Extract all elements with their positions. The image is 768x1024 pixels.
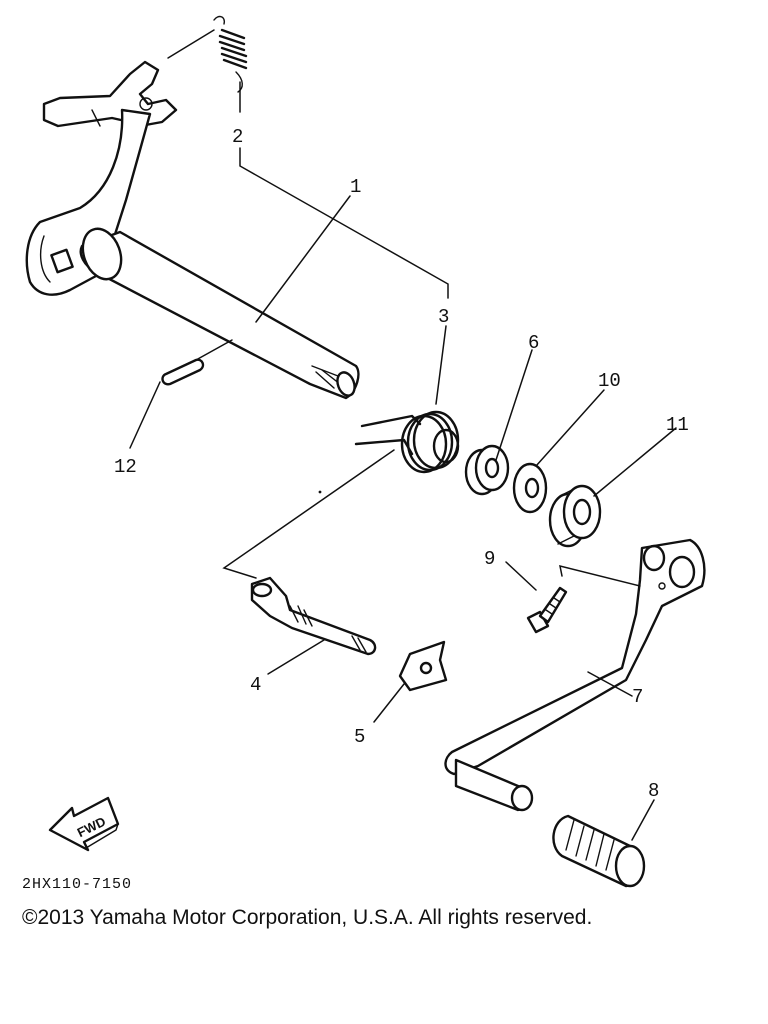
leader-lines <box>129 81 677 841</box>
leader-3-4 <box>222 449 395 579</box>
part-label-12: 12 <box>114 456 137 478</box>
part-12-pin <box>161 339 233 386</box>
part-label-1: 1 <box>350 176 361 198</box>
leader-9 <box>505 561 537 591</box>
leader-2-3 <box>239 147 449 299</box>
part-label-2: 2 <box>232 126 243 148</box>
part-label-8: 8 <box>648 780 659 802</box>
part-8-pedal-rubber <box>552 814 646 888</box>
copyright-notice: ©2013 Yamaha Motor Corporation, U.S.A. A… <box>22 906 593 929</box>
part-label-9: 9 <box>484 548 495 570</box>
part-label-5: 5 <box>354 726 365 748</box>
part-6-collar <box>464 444 510 496</box>
part-label-11: 11 <box>666 414 689 436</box>
leader-4 <box>267 639 325 675</box>
part-label-6: 6 <box>528 332 539 354</box>
part-label-4: 4 <box>250 674 261 696</box>
leader-3 <box>435 325 447 405</box>
leader-5 <box>373 683 405 723</box>
part-label-7: 7 <box>632 686 643 708</box>
leader-11 <box>593 427 677 497</box>
fwd-arrow-icon: FWD <box>48 796 120 852</box>
part-7-shift-pedal <box>444 538 706 812</box>
part-2-spring <box>167 15 248 93</box>
leader-12 <box>129 381 161 449</box>
part-9-bolt <box>526 586 568 634</box>
part-11-oil-seal <box>548 484 602 548</box>
part-label-3: 3 <box>438 306 449 328</box>
leader-8 <box>631 799 655 841</box>
leader-10 <box>535 389 605 467</box>
part-10-washer <box>512 462 548 514</box>
part-1-shift-shaft <box>25 60 360 400</box>
leader-1 <box>255 195 351 323</box>
part-5-plate <box>398 640 448 692</box>
leader-7 <box>587 671 633 697</box>
diagram-code: 2HX110-7150 <box>22 876 132 893</box>
part-label-10: 10 <box>598 370 621 392</box>
part-3-torsion-spring <box>354 410 460 474</box>
leader-6 <box>495 349 533 461</box>
leader-9-7 <box>559 564 641 587</box>
part-4-stopper-bolt <box>250 576 377 656</box>
